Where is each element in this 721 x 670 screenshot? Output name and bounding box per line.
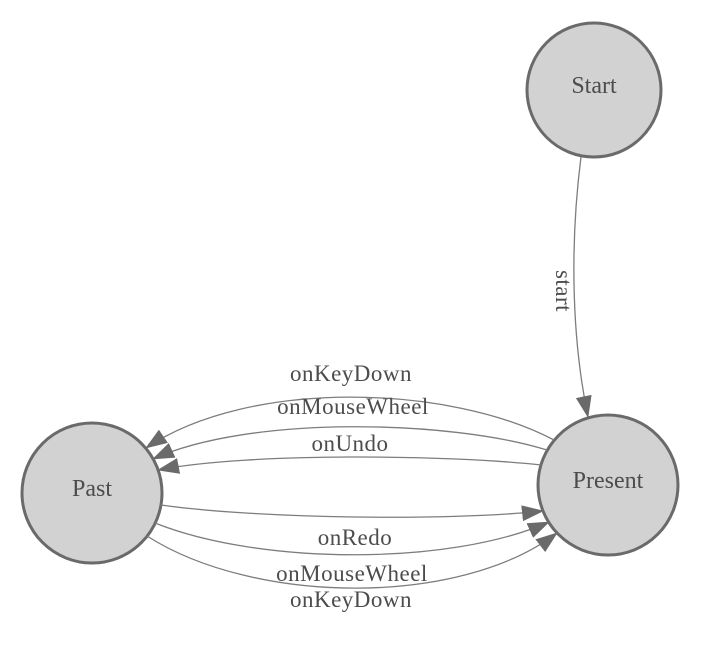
state-node-label-past: Past [72, 476, 112, 502]
transition-label-onmousewheel-to-present: onMouseWheel [276, 561, 428, 586]
transition-label-onkeydown-to-past: onKeyDown [290, 361, 412, 386]
transition-edge-onkeydown-to-present[interactable] [146, 532, 558, 589]
transition-label-onundo-to-past: onUndo [311, 431, 388, 456]
transition-label-start-to-present: start [551, 270, 576, 312]
state-node-past[interactable] [20, 421, 164, 565]
transition-edge-onmousewheel-to-present[interactable] [154, 521, 550, 556]
transition-edge-start-to-present[interactable] [573, 156, 592, 418]
transition-edge-onkeydown-to-past[interactable] [145, 396, 555, 449]
transition-label-onmousewheel-to-past: onMouseWheel [277, 394, 429, 419]
transition-label-onredo-to-present: onRedo [318, 525, 393, 550]
state-node-start[interactable] [525, 21, 663, 159]
transition-edge-onredo-to-present[interactable] [160, 504, 544, 522]
transition-edge-onmousewheel-to-past[interactable] [152, 426, 548, 460]
state-node-label-present: Present [573, 468, 644, 494]
state-node-present[interactable] [536, 413, 680, 557]
transition-edge-onundo-to-past[interactable] [157, 456, 542, 474]
state-node-label-start: Start [571, 73, 617, 99]
transition-label-onkeydown-to-present: onKeyDown [290, 587, 412, 612]
